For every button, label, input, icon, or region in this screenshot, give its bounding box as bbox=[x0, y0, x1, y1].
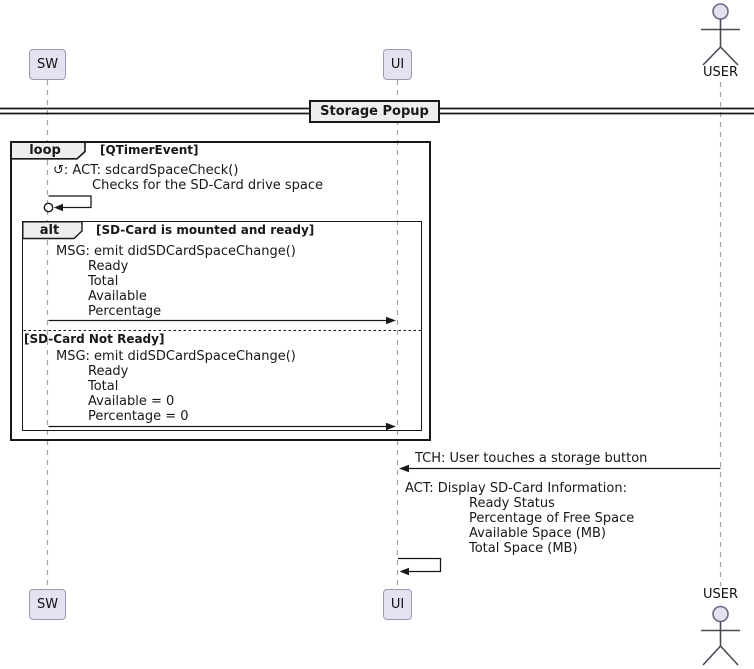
participant-ui-top: UI bbox=[383, 49, 412, 80]
actor-user-label-bottom: USER bbox=[702, 587, 738, 602]
loop-condition: [QTimerEvent] bbox=[100, 143, 199, 157]
divider-title: Storage Popup bbox=[309, 100, 440, 123]
tch-message: TCH: User touches a storage button bbox=[415, 451, 648, 466]
msg-ready-param: Percentage bbox=[88, 304, 162, 319]
act-detail: Percentage of Free Space bbox=[469, 511, 635, 526]
self-message-detail: Checks for the SD-Card drive space bbox=[92, 178, 324, 193]
participant-ui-label: UI bbox=[390, 57, 405, 72]
self-message-title: ↺: ACT: sdcardSpaceCheck() bbox=[53, 163, 238, 178]
user-actor-icon bbox=[701, 3, 740, 66]
participant-sw-bottom: SW bbox=[29, 589, 66, 620]
alt-else-condition: [SD-Card Not Ready] bbox=[24, 332, 165, 346]
participant-sw-label: SW bbox=[36, 57, 59, 72]
participant-sw-label: SW bbox=[36, 597, 59, 612]
msg-notready-param: Total bbox=[88, 379, 119, 394]
ui-self-message-arrow bbox=[398, 557, 442, 576]
participant-sw-top: SW bbox=[29, 49, 66, 80]
msg-ready-title: MSG: emit didSDCardSpaceChange() bbox=[56, 244, 296, 259]
msg-notready-param: Available = 0 bbox=[88, 394, 175, 409]
loop-keyword: loop bbox=[29, 142, 61, 158]
reload-icon: ↺ bbox=[53, 163, 64, 178]
loop-frame bbox=[10, 141, 431, 441]
msg-notready-param: Ready bbox=[88, 364, 129, 379]
actor-user-label-top: USER bbox=[702, 65, 738, 80]
participant-ui-bottom: UI bbox=[383, 589, 412, 620]
alt-condition: [SD-Card is mounted and ready] bbox=[96, 223, 315, 237]
act-detail: Total Space (MB) bbox=[469, 541, 578, 556]
divider-title-label: Storage Popup bbox=[320, 104, 429, 119]
act-detail: Available Space (MB) bbox=[469, 526, 607, 541]
user-actor-bottom-icon bbox=[701, 605, 740, 666]
self-message-title-text: : ACT: sdcardSpaceCheck() bbox=[63, 163, 239, 178]
alt-keyword: alt bbox=[39, 222, 60, 238]
msg-ready-param: Total bbox=[88, 274, 119, 289]
msg-ready-param: Ready bbox=[88, 259, 129, 274]
act-title: ACT: Display SD-Card Information: bbox=[405, 481, 627, 496]
participant-ui-label: UI bbox=[390, 597, 405, 612]
tch-arrow bbox=[399, 464, 721, 473]
msg-arrow-not-ready bbox=[48, 422, 396, 431]
alt-frame bbox=[22, 221, 422, 431]
sw-self-message-arrow bbox=[43, 195, 92, 213]
msg-ready-param: Available bbox=[88, 289, 147, 304]
act-detail: Ready Status bbox=[469, 496, 555, 511]
msg-notready-title: MSG: emit didSDCardSpaceChange() bbox=[56, 349, 296, 364]
timer-endpoint-circle bbox=[43, 202, 54, 213]
msg-notready-param: Percentage = 0 bbox=[88, 409, 189, 424]
msg-arrow-ready bbox=[48, 316, 396, 325]
